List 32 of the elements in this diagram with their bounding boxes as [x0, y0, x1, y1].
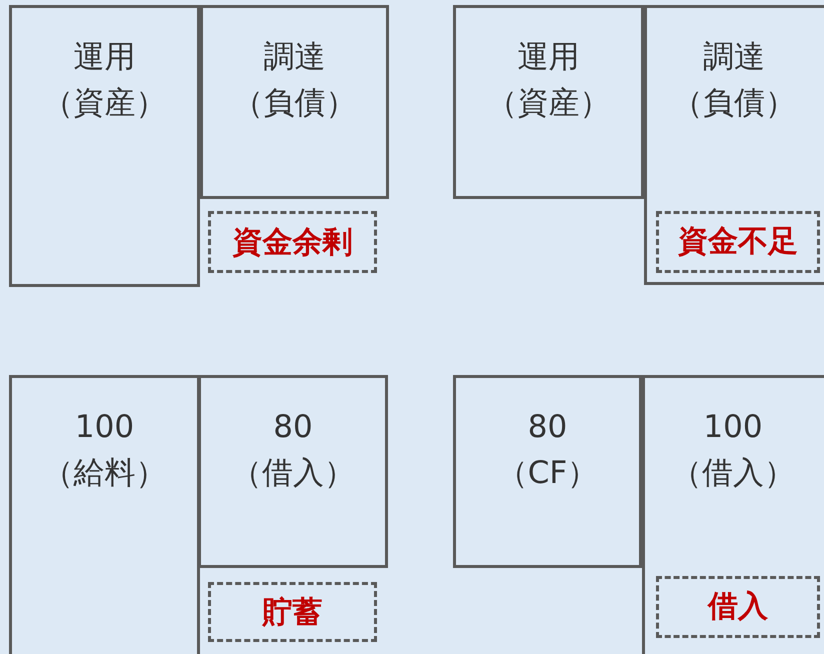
status-label: 貯蓄	[262, 594, 322, 632]
box-label: （負債）	[671, 84, 797, 123]
box-label: 調達	[702, 38, 766, 77]
dashed-label-box	[208, 211, 377, 273]
box-label: （借入）	[230, 454, 356, 493]
box-label: 調達	[262, 38, 326, 77]
box-label: 運用	[72, 38, 136, 77]
account-box	[453, 375, 642, 568]
box-label: （給料）	[42, 454, 168, 493]
dashed-label-box	[656, 211, 820, 273]
dashed-label-box	[656, 576, 820, 638]
box-label: （CF）	[496, 454, 600, 493]
account-box	[453, 5, 644, 199]
status-label: 借入	[708, 588, 768, 626]
account-box	[200, 5, 389, 199]
box-label: （借入）	[670, 454, 796, 493]
box-label: （資産）	[486, 84, 612, 123]
box-label: 80	[526, 408, 568, 447]
box-label: （資産）	[42, 84, 168, 123]
box-label: 80	[272, 408, 314, 447]
box-label: 100	[702, 408, 764, 447]
box-label: 運用	[516, 38, 580, 77]
account-box	[9, 5, 200, 287]
account-box	[642, 375, 824, 654]
status-label: 資金余剰	[232, 224, 352, 262]
account-box	[9, 375, 200, 654]
box-label: （負債）	[232, 84, 358, 123]
dashed-label-box	[208, 582, 377, 642]
box-label: 100	[74, 408, 136, 447]
status-label: 資金不足	[678, 223, 798, 261]
account-box	[644, 5, 824, 285]
account-box	[198, 375, 388, 568]
